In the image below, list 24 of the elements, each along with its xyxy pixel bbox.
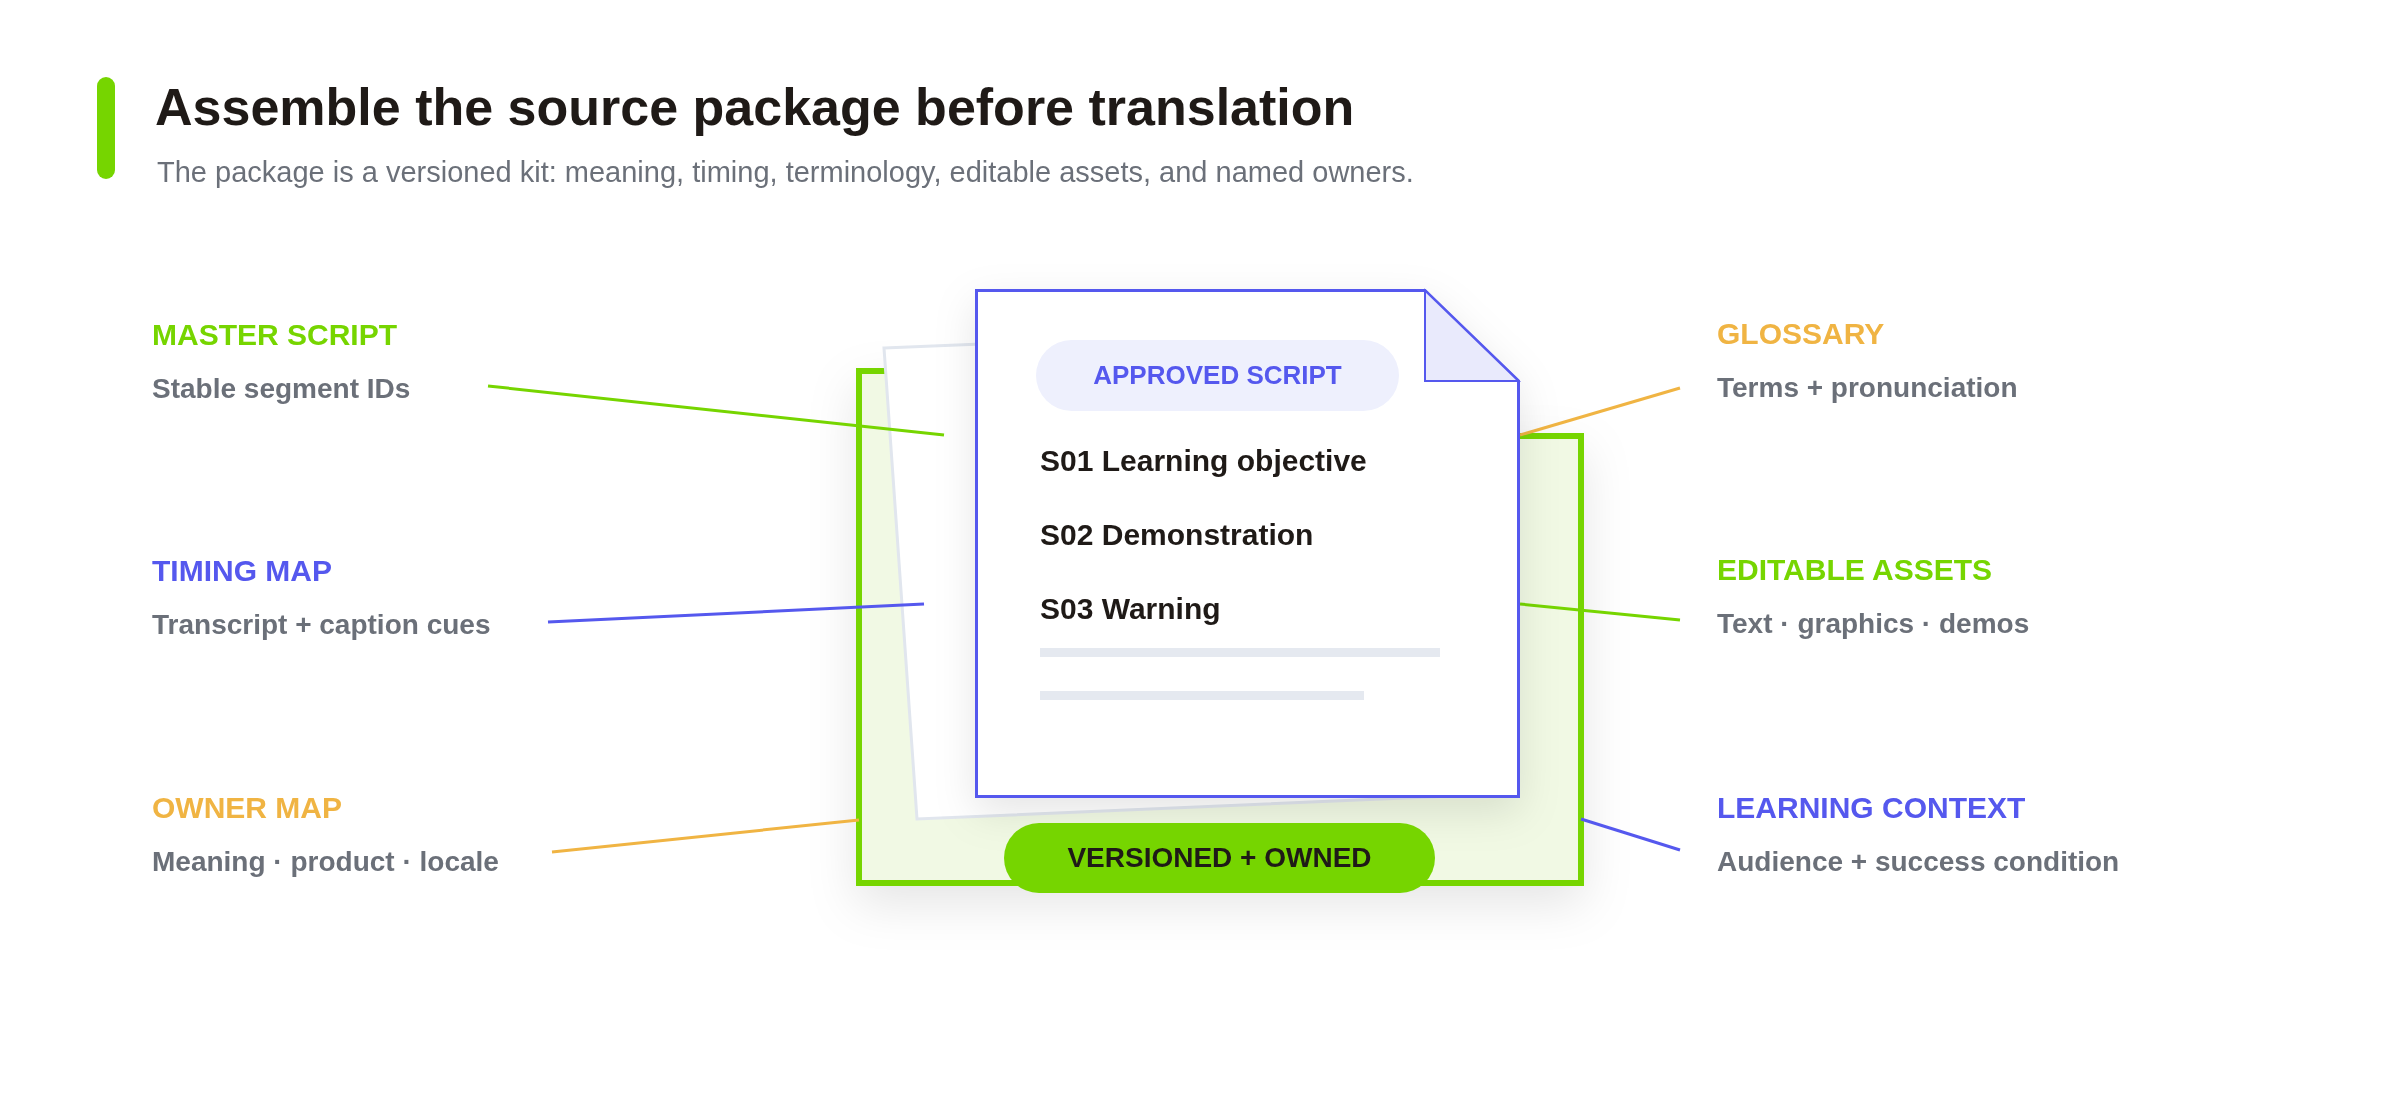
leader-line (547, 602, 925, 624)
callout-heading: LEARNING CONTEXT (1717, 790, 2027, 826)
script-line: S03 Warning (1040, 591, 1221, 627)
status-pill: VERSIONED + OWNED (1004, 823, 1435, 893)
header-pill: APPROVED SCRIPT (1036, 340, 1399, 411)
callout-text: Stable segment IDs (152, 372, 412, 406)
leader-line (1519, 602, 1681, 622)
subtitle: The package is a versioned kit: meaning, timing, terminology, editable assets, and named owners. (157, 155, 1414, 190)
callout-heading: TIMING MAP (152, 553, 333, 589)
callout-text: Terms + pronunciation (1717, 371, 2019, 405)
callout-heading: OWNER MAP (152, 790, 343, 826)
leader-line (551, 818, 860, 854)
title: Assemble the source package before translation (155, 77, 1355, 138)
callout-text: Transcript + caption cues (152, 608, 492, 642)
callout-text: Audience + success condition (1717, 845, 2121, 879)
leader-line (487, 384, 945, 437)
leader-line (1580, 817, 1681, 852)
script-line: S01 Learning objective (1040, 443, 1367, 479)
callout-text: Text · graphics · demos (1717, 607, 2031, 641)
callout-heading: EDITABLE ASSETS (1717, 552, 1994, 588)
callout-heading: GLOSSARY (1717, 316, 1886, 352)
script-line: S02 Demonstration (1040, 517, 1314, 553)
callout-heading: MASTER SCRIPT (152, 317, 398, 353)
callout-text: Meaning · product · locale (152, 845, 500, 879)
